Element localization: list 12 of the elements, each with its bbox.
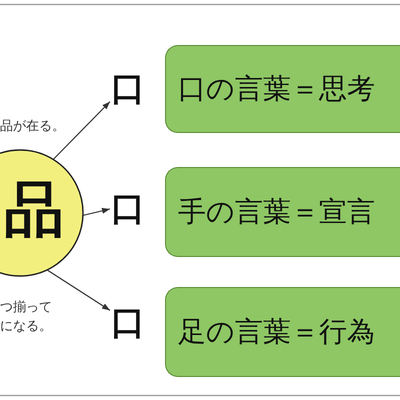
label-box: 口の言葉＝思考 (165, 45, 400, 133)
arrow (82, 208, 110, 216)
arrow (52, 101, 110, 160)
kanji-label: 口 (110, 71, 146, 107)
label-box: 手の言葉＝宣言 (165, 167, 400, 257)
kanji-character: 品 (4, 180, 64, 240)
arrow (46, 269, 110, 311)
annotation-text: 品が在る。 (0, 118, 66, 136)
annotation-text: つ揃ってになる。 (0, 299, 53, 336)
label-box: 足の言葉＝行為 (165, 287, 400, 377)
kanji-label: 口 (110, 191, 146, 227)
kanji-label: 口 (110, 305, 146, 341)
